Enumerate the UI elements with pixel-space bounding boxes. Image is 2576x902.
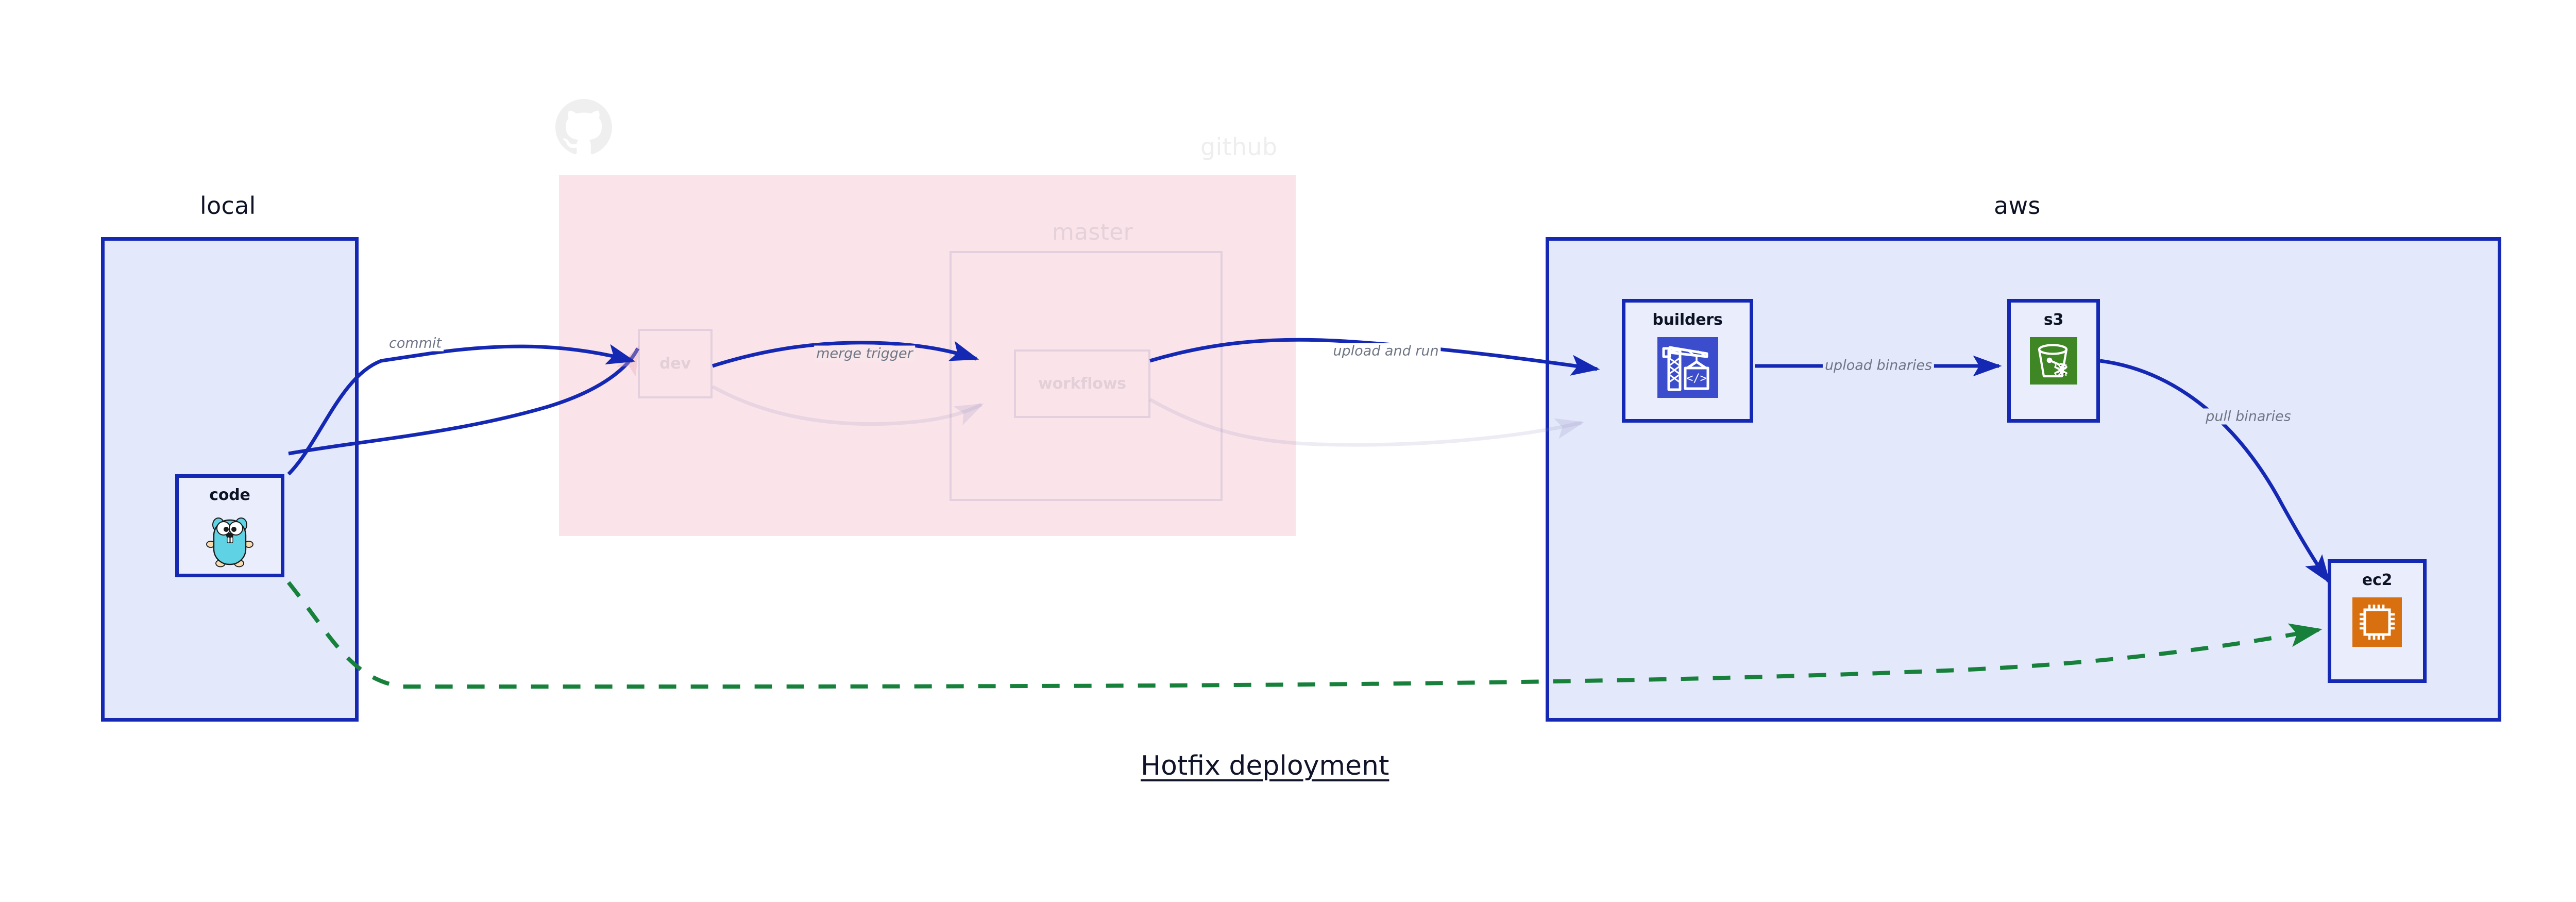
cluster-master: [950, 251, 1223, 501]
node-builders[interactable]: builders <: [1622, 299, 1753, 423]
diagram-title: Hotfix deployment: [1141, 750, 1389, 781]
node-dev-label: dev: [659, 355, 691, 373]
node-workflows[interactable]: workflows: [1014, 349, 1150, 418]
edge-label-upload-and-run: upload and run: [1331, 343, 1441, 359]
cluster-github-title: github: [1200, 133, 1278, 161]
node-code-label: code: [209, 486, 250, 504]
cluster-master-title: master: [1052, 219, 1133, 245]
node-builders-label: builders: [1652, 311, 1723, 329]
cluster-local-title: local: [200, 192, 256, 220]
node-ec2-label: ec2: [2362, 571, 2393, 589]
go-gopher-icon: [205, 512, 255, 570]
node-s3[interactable]: s3: [2007, 299, 2100, 423]
edge-label-merge-trigger: merge trigger: [814, 345, 915, 362]
aws-s3-glacier-icon: [2030, 337, 2077, 387]
node-workflows-label: workflows: [1038, 375, 1126, 393]
edge-label-upload-binaries: upload binaries: [1822, 357, 1935, 374]
github-octocat-icon: [555, 99, 612, 156]
edge-label-commit: commit: [386, 335, 444, 352]
node-s3-label: s3: [2043, 311, 2064, 329]
edge-label-pull-binaries: pull binaries: [2204, 408, 2293, 425]
node-dev[interactable]: dev: [638, 329, 713, 398]
node-code[interactable]: code: [175, 474, 284, 577]
svg-text:</>: </>: [1686, 372, 1707, 385]
aws-codebuild-icon: </>: [1657, 337, 1718, 400]
cluster-aws-title: aws: [1994, 192, 2041, 220]
aws-ec2-icon: [2352, 597, 2402, 649]
node-ec2[interactable]: ec2: [2328, 559, 2427, 683]
